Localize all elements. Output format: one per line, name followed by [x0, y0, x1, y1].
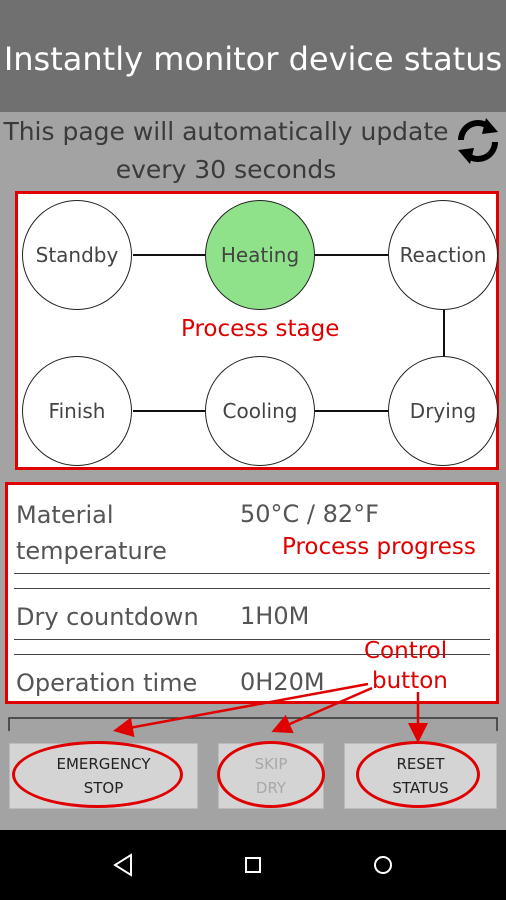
- control-annotation-arrows: [113, 682, 428, 743]
- stage-finish: Finish: [22, 356, 132, 466]
- row-divider: [14, 639, 490, 640]
- material-temperature-label: Material temperature: [16, 501, 167, 565]
- annotation-control-line2: button: [372, 668, 448, 694]
- connector-cooling-drying: [315, 410, 390, 412]
- stage-heating: Heating: [205, 200, 315, 310]
- row-divider: [14, 654, 490, 655]
- stage-cooling: Cooling: [205, 356, 315, 466]
- material-temperature-value: 50°C / 82°F: [240, 500, 379, 528]
- home-icon[interactable]: [238, 850, 268, 880]
- notice-line-1: This page will automatically update: [3, 117, 449, 146]
- emergency-stop-button[interactable]: EMERGENCY STOP: [9, 743, 198, 809]
- reset-status-button[interactable]: RESET STATUS: [344, 743, 497, 809]
- stage-standby: Standby: [22, 200, 132, 310]
- navigation-bar: [0, 830, 506, 900]
- operation-time-label: Operation time: [16, 669, 198, 697]
- process-progress-panel: Material temperature 50°C / 82°F Process…: [5, 482, 499, 704]
- connector-reaction-drying: [443, 310, 445, 360]
- annotation-process-stage: Process stage: [181, 316, 340, 342]
- row-divider: [14, 588, 490, 589]
- stage-drying: Drying: [388, 356, 498, 466]
- operation-time-value: 0H20M: [240, 668, 325, 696]
- row-divider: [14, 573, 490, 574]
- connector-standby-heating: [133, 254, 208, 256]
- app-title: Instantly monitor device status: [3, 40, 503, 78]
- connector-finish-cooling: [133, 410, 208, 412]
- refresh-icon[interactable]: [452, 114, 504, 168]
- connector-heating-reaction: [315, 254, 390, 256]
- notice-line-2: every 30 seconds: [115, 155, 337, 184]
- title-bar: Instantly monitor device status: [0, 0, 506, 112]
- back-icon[interactable]: [108, 850, 138, 880]
- dry-countdown-value: 1H0M: [240, 602, 310, 630]
- dry-countdown-label: Dry countdown: [16, 603, 199, 631]
- stage-reaction: Reaction: [388, 200, 498, 310]
- recents-icon[interactable]: [368, 850, 398, 880]
- process-stage-panel: Standby Heating Reaction Finish Cooling …: [15, 191, 499, 470]
- annotation-control-line1: Control: [364, 638, 448, 664]
- button-area-bracket: [8, 717, 498, 731]
- annotation-process-progress: Process progress: [282, 534, 476, 560]
